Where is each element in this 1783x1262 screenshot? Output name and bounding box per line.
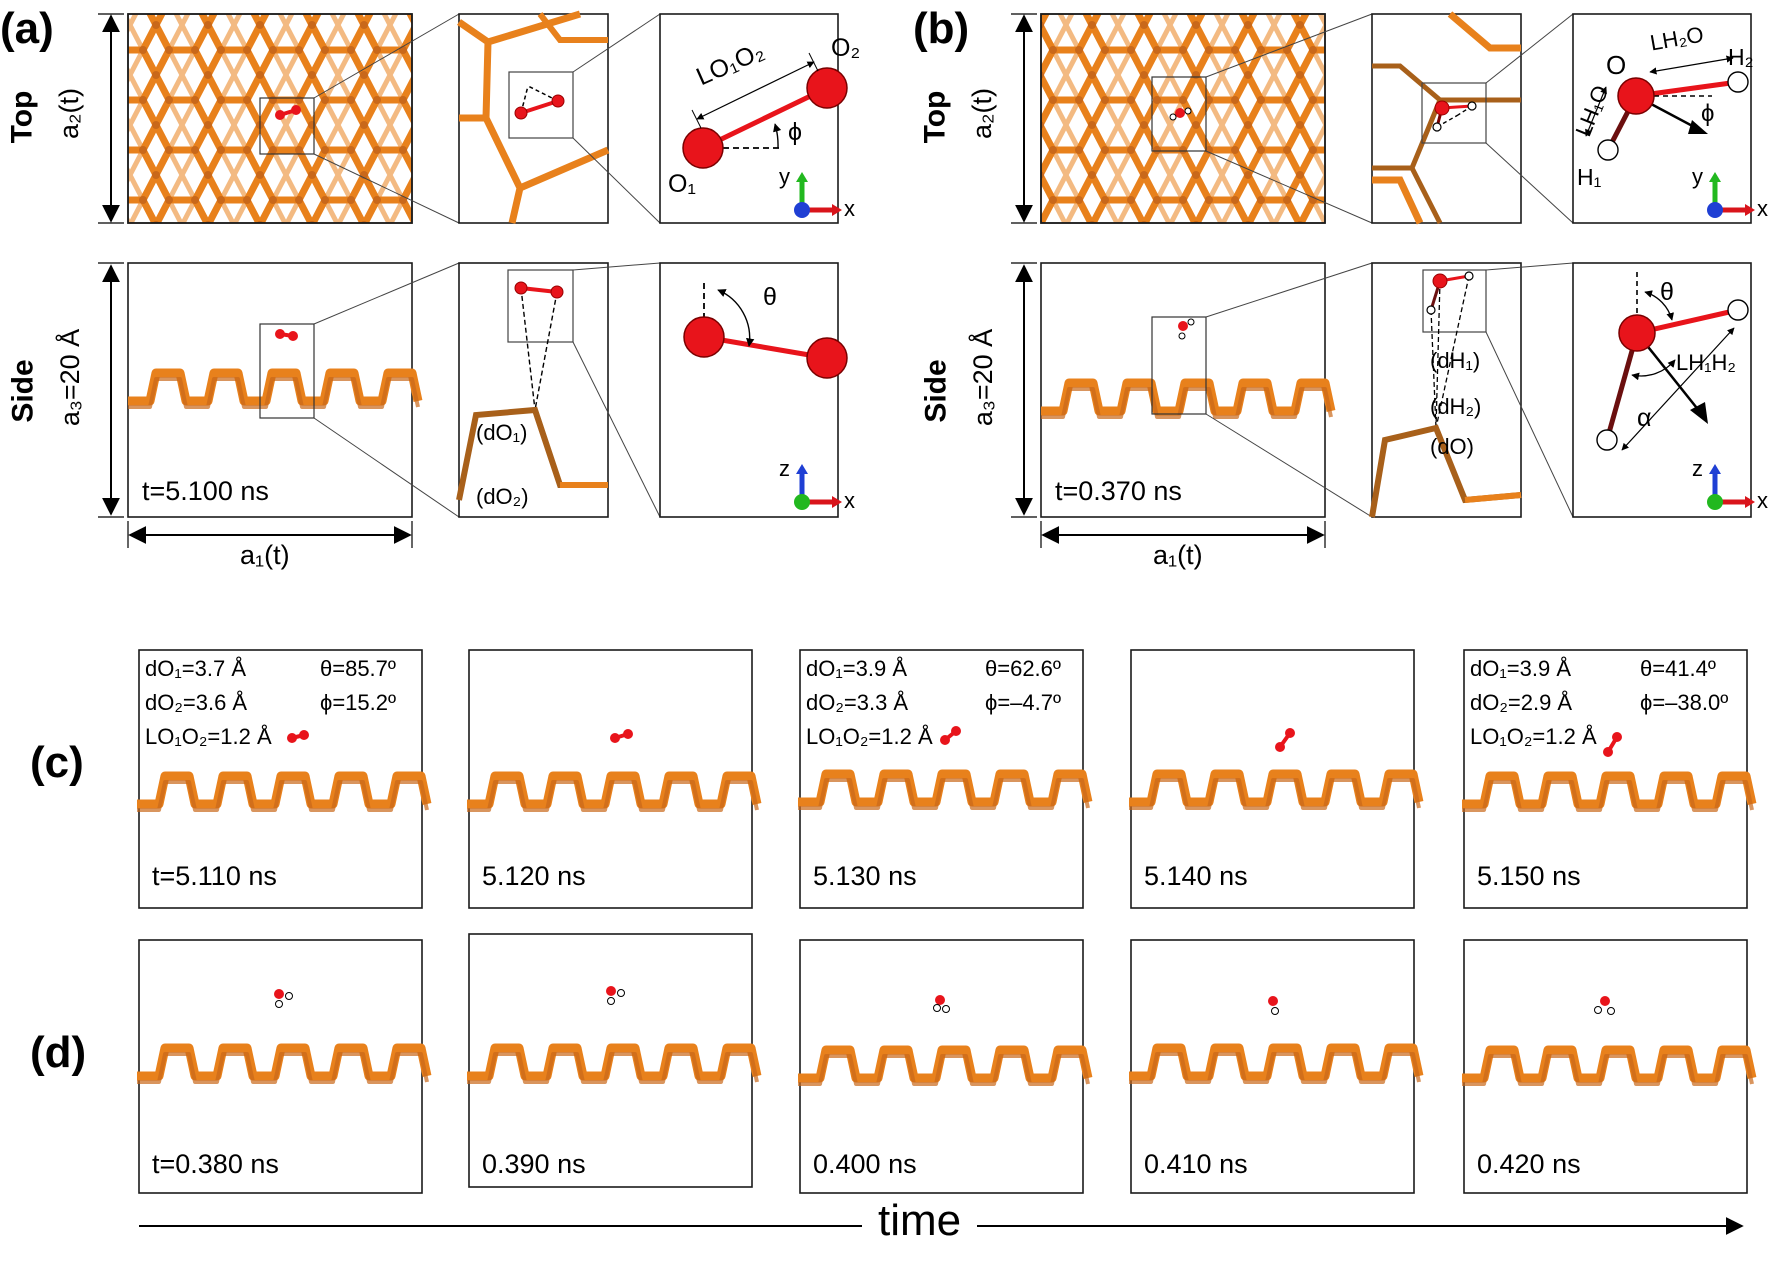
a-side-axis-x: x [844,488,855,513]
a-dist-o1: (dO₁) [476,420,528,445]
panel-c-label: (c) [30,738,84,787]
a-top-axis-y: y [779,164,790,189]
b-h1-label: H₁ [1577,164,1602,190]
a-time-label: t=5.100 ns [142,476,269,506]
d3-time: 0.400 ns [813,1149,917,1179]
b-dist-o: (dO) [1430,434,1474,459]
c-frame-4 [1129,649,1419,909]
a-theta-label: θ [763,283,777,311]
b-side-zoom [1371,262,1522,518]
b-top-axis-y: y [1692,164,1703,189]
b-top-axis-x: x [1757,196,1768,221]
c5-d1: dO₁=3.9 Å [1470,656,1571,681]
d4-time: 0.410 ns [1144,1149,1248,1179]
b-top-axes-triad [1707,172,1755,218]
a-row-top-label: Top [5,90,39,144]
a-top-axis-x: x [844,196,855,221]
a-top-molecule [275,105,301,120]
c4-time: 5.140 ns [1144,861,1248,891]
c1-phi: ϕ=15.2º [320,690,397,715]
c1-theta: θ=85.7º [320,656,396,681]
a-side-axes-triad [794,464,842,510]
b-top-molecule [1169,107,1192,121]
c3-theta: θ=62.6º [985,656,1061,681]
a-top-axes-triad [794,172,842,218]
c3-d1: dO₁=3.9 Å [806,656,907,681]
c1-time: t=5.110 ns [152,861,277,891]
b-top-lattice [1040,13,1326,224]
a-side-detail [659,262,839,518]
d-frame-4 [1129,939,1419,1194]
c5-phi: ϕ=–38.0º [1640,690,1729,715]
b-dist-h1: (dH₁) [1430,348,1481,373]
a-zoom-region [259,97,315,155]
b-dist-h2: (dH₂) [1430,394,1482,419]
c3-d2: dO₂=3.3 Å [806,690,909,715]
b-o-label: O [1606,50,1627,80]
b-axis-a2: a₂(t) [966,88,997,139]
a-dist-o2: (dO₂) [476,484,529,509]
a-row-side-label: Side [6,359,40,423]
b-axis-a1: a₁(t) [1153,540,1203,570]
b-h2-label: H₂ [1728,44,1754,70]
c-frame-5 [1462,649,1752,909]
a-top-lattice [127,13,413,224]
a-o2-label: O₂ [831,34,861,62]
b-time-label: t=0.370 ns [1055,476,1182,506]
d2-time: 0.390 ns [482,1149,586,1179]
d-frame-2 [467,933,757,1188]
b-side-axis-x: x [1757,488,1768,513]
panel-a-label: (a) [0,4,54,53]
c5-time: 5.150 ns [1477,861,1581,891]
c-frame-3 [798,649,1088,909]
c3-time: 5.130 ns [813,861,917,891]
c2-time: 5.120 ns [482,861,586,891]
b-row-side-label: Side [919,359,953,423]
b-axis-a3: a₃=20 Å [968,328,999,427]
b-side-axis-z: z [1692,456,1703,481]
c5-d2: dO₂=2.9 Å [1470,690,1573,715]
a-axis-a3: a₃=20 Å [55,328,86,427]
a-axis-a2: a₂(t) [53,88,84,139]
d-frame-1 [137,939,427,1194]
d1-time: t=0.380 ns [152,1149,279,1179]
a-phi-label: ϕ [788,118,803,146]
b-side-axes-triad [1707,464,1755,510]
c3-phi: ϕ=–4.7º [985,690,1062,715]
c5-theta: θ=41.4º [1640,656,1716,681]
time-axis-label: time [862,1196,978,1246]
panel-d-label: (d) [30,1028,87,1077]
a-side-molecule [275,329,298,341]
panel-b-label: (b) [913,4,970,53]
a-axis-a1: a₁(t) [240,540,290,570]
a-side-axis-z: z [779,456,790,481]
d-frame-3 [798,939,1088,1194]
a-side-zoom [458,262,609,518]
b-phi-label: ϕ [1701,100,1715,127]
c1-l: LO₁O₂=1.2 Å [145,724,272,749]
c-frame-1 [137,649,427,909]
d-frame-5 [1462,939,1752,1194]
b-alpha-label: α [1637,404,1652,432]
d5-time: 0.420 ns [1477,1149,1581,1179]
b-side-molecule [1178,318,1195,340]
a-o1-label: O₁ [668,170,696,198]
c1-d1: dO₁=3.7 Å [145,656,246,681]
b-theta-label: θ [1660,278,1674,306]
b-row-top-label: Top [918,90,952,144]
c1-d2: dO₂=3.6 Å [145,690,248,715]
c5-l: LO₁O₂=1.2 Å [1470,724,1597,749]
c3-l: LO₁O₂=1.2 Å [806,724,933,749]
c-frame-2 [467,649,757,909]
b-lh1h2-label: LH₁H₂ [1676,350,1736,375]
